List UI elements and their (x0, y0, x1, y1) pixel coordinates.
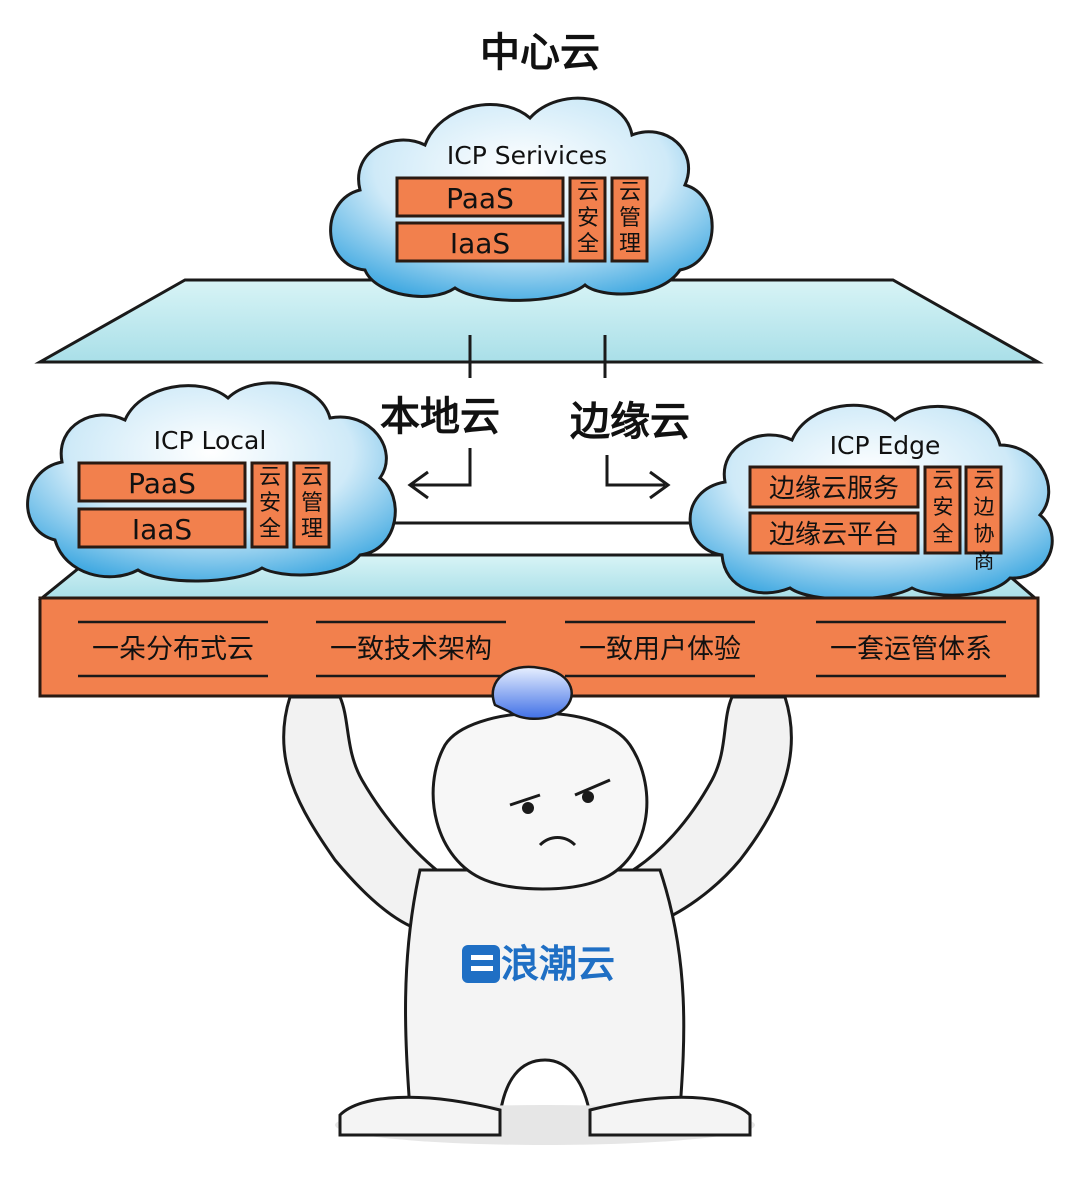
local-cloud-name: ICP Local (154, 426, 267, 455)
foundation-item-4: 一套运管体系 (830, 634, 992, 665)
edge-cloud-name: ICP Edge (830, 431, 941, 460)
edge-cloud: ICP Edge 边缘云服务 边缘云平台 (688, 403, 1054, 601)
central-cloud-title: 中心云 (480, 30, 600, 76)
local-cloud: ICP Local PaaS IaaS (26, 381, 397, 583)
foundation-item-2: 一致技术架构 (330, 634, 492, 665)
mascot-brand: 浪潮云 (501, 942, 615, 986)
inspur-cloud-logo-icon (462, 945, 500, 983)
central-side-label-1: 云安全 (577, 180, 599, 257)
central-layer-iaas: IaaS (450, 227, 510, 260)
edge-side-label-1: 云安全 (933, 468, 954, 546)
central-cloud-name: ICP Serivices (447, 141, 607, 170)
edge-layer-platform: 边缘云平台 (769, 520, 899, 550)
local-layer-paas: PaaS (128, 467, 196, 500)
local-cloud-title: 本地云 (380, 394, 500, 440)
edge-cloud-title: 边缘云 (570, 399, 690, 445)
central-layer-paas: PaaS (446, 182, 514, 215)
central-cloud: ICP Serivices PaaS IaaS (329, 96, 714, 302)
edge-side-label-2: 云边协商 (974, 468, 995, 573)
arrow-to-edge (605, 455, 671, 500)
edge-layer-service: 边缘云服务 (769, 474, 899, 504)
central-side-label-2: 云管理 (619, 180, 641, 257)
mascot: 浪潮云 (282, 665, 793, 1145)
local-side-label-1: 云安全 (259, 465, 281, 542)
arrow-to-local (407, 448, 472, 500)
local-side-label-2: 云管理 (301, 465, 323, 542)
foundation-item-3: 一致用户体验 (579, 634, 741, 665)
foundation-item-1: 一朵分布式云 (92, 634, 254, 665)
local-layer-iaas: IaaS (132, 513, 192, 546)
